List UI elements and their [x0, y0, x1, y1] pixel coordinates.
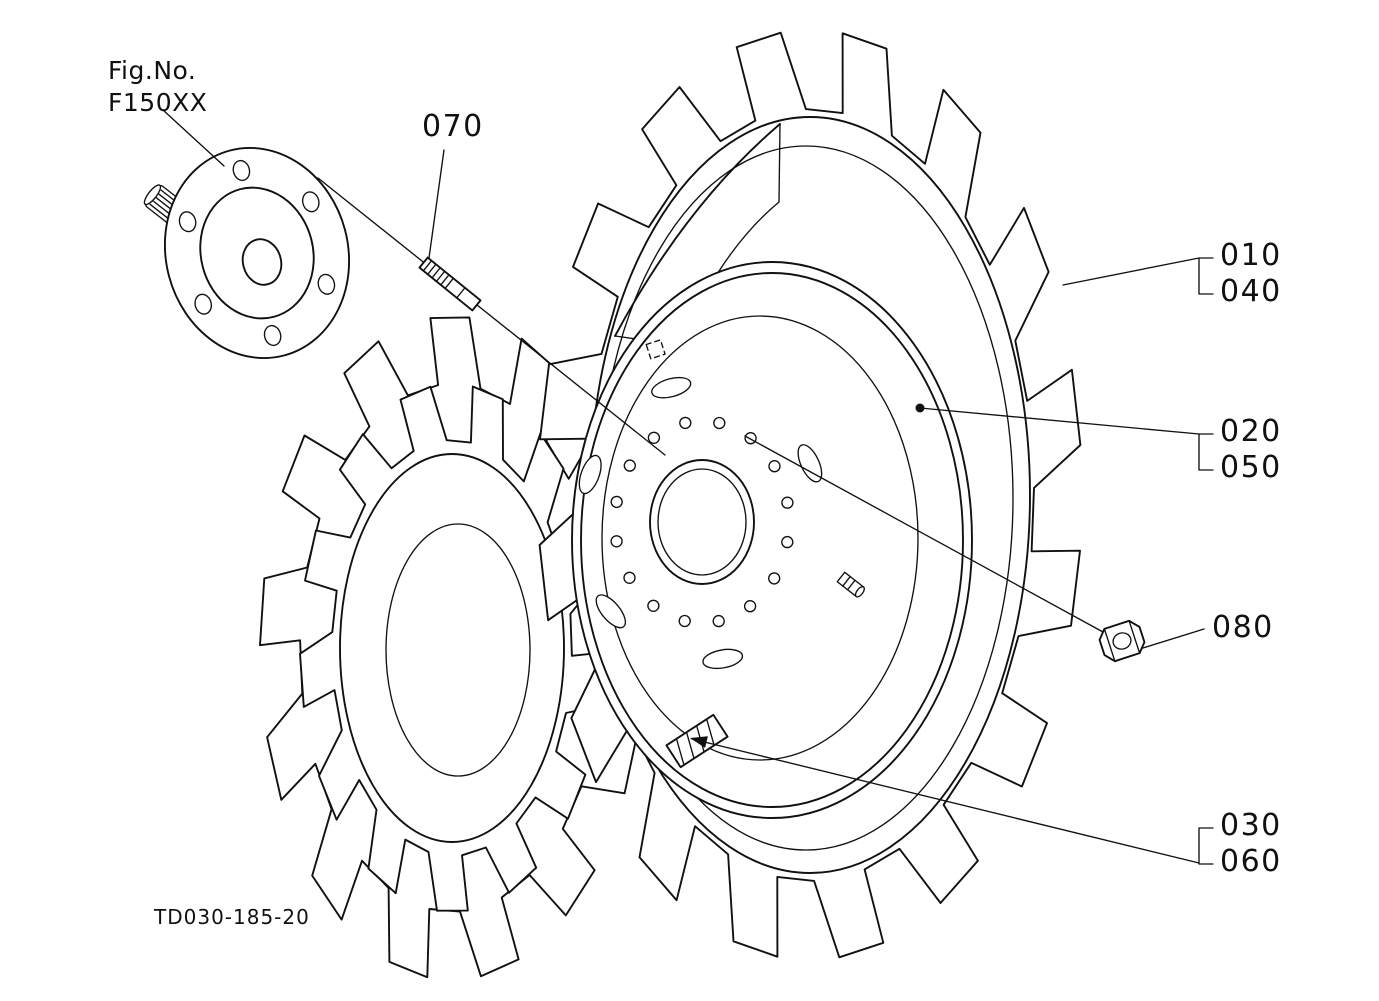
callout-070: 070 — [422, 109, 484, 144]
callout-060: 060 — [1220, 844, 1282, 879]
callout-010: 010 — [1220, 238, 1282, 273]
leader-lines — [162, 109, 666, 456]
valve-stem-icon — [836, 571, 865, 598]
wheel-rim — [571, 261, 973, 819]
drawing-code: TD030-185-20 — [154, 905, 310, 929]
callout-040: 040 — [1220, 274, 1282, 309]
callout-020: 020 — [1220, 414, 1282, 449]
wheel-nut — [1098, 619, 1146, 663]
stud-bolt — [418, 256, 482, 312]
callout-050: 050 — [1220, 450, 1282, 485]
hub-flange — [143, 146, 351, 360]
callout-080: 080 — [1212, 610, 1274, 645]
callout-030: 030 — [1220, 808, 1282, 843]
callout-lines — [690, 257, 1214, 865]
fig-ref-number: F150XX — [108, 88, 208, 117]
fig-ref-label: Fig.No. — [108, 56, 197, 85]
inner-tire — [259, 316, 645, 979]
